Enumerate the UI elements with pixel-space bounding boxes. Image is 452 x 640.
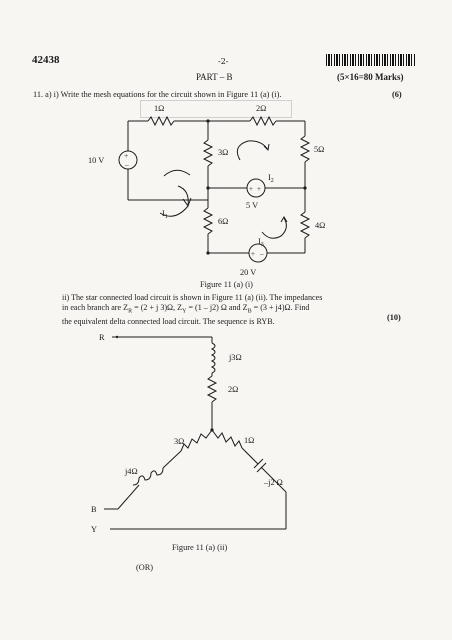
question-11a-ii-line2: in each branch are ZR = (2 + j 3)Ω, ZY =… — [62, 303, 310, 315]
source-10v-minus: – — [124, 160, 129, 169]
resistor-3ohm-star — [180, 429, 213, 452]
part-heading: PART – B — [196, 72, 233, 82]
source-10v-plus: + — [124, 151, 128, 160]
question-11a-ii-marks: (10) — [387, 313, 401, 322]
label-2ohm-star: 2Ω — [228, 385, 238, 394]
terminal-b-label: B — [91, 505, 97, 514]
source-5v-plus-left: + — [249, 185, 253, 193]
resistor-1ohm — [147, 115, 175, 127]
source-20v-minus: – — [259, 250, 264, 258]
or-separator: (OR) — [136, 563, 154, 572]
page-number: -2- — [218, 57, 229, 66]
label-1ohm-star: 1Ω — [244, 436, 254, 445]
resistor-5ohm — [299, 135, 311, 163]
label-3ohm: 3Ω — [218, 148, 228, 157]
resistor-2ohm — [249, 115, 277, 127]
label-minus-j2ohm: –j2 Ω — [263, 478, 283, 487]
label-i2: I2 — [268, 173, 274, 184]
mesh-current-i3-arrow — [261, 217, 287, 239]
bleed-through-box — [140, 100, 292, 118]
label-j4ohm: j4Ω — [124, 467, 138, 476]
label-i3: I3 — [258, 237, 264, 248]
inductor-j3ohm — [210, 342, 216, 374]
barcode — [326, 54, 416, 66]
label-2ohm: 2Ω — [256, 104, 266, 113]
question-11a-i-marks: (6) — [392, 90, 402, 99]
label-3ohm-star: 3Ω — [174, 437, 184, 446]
question-11a-ii-line3: the equivalent delta connected load circ… — [62, 317, 275, 327]
resistor-2ohm-star — [206, 375, 218, 403]
label-5v: 5 V — [246, 201, 258, 210]
question-11a-i: 11. a) i) Write the mesh equations for t… — [33, 90, 282, 99]
label-1ohm: 1Ω — [154, 104, 164, 113]
resistor-3ohm — [202, 139, 214, 167]
source-20v-plus: + — [251, 250, 255, 258]
mesh-current-i2-arrow — [236, 140, 269, 161]
question-11a-ii: ii) The star connected load circuit is s… — [62, 293, 406, 327]
terminal-r-label: R — [99, 333, 105, 342]
question-paper-code: 42438 — [32, 54, 60, 66]
figure-11a-ii-circuit: R B Y j3Ω 2Ω 3Ω 1Ω j4Ω –j2 Ω — [91, 333, 287, 534]
label-10v: 10 V — [88, 156, 104, 165]
label-j3ohm: j3Ω — [228, 353, 242, 362]
label-5ohm: 5Ω — [314, 145, 324, 154]
label-i1: I1 — [162, 209, 168, 220]
resistor-6ohm — [202, 207, 214, 235]
label-20v: 20 V — [240, 268, 256, 277]
resistor-1ohm-star — [211, 429, 243, 449]
figure-11a-i-caption: Figure 11 (a) (i) — [200, 280, 253, 289]
terminal-y-label: Y — [91, 525, 97, 534]
question-11a-ii-line1: ii) The star connected load circuit is s… — [62, 293, 323, 302]
source-5v-plus-right: + — [257, 185, 261, 193]
capacitor-minus-j2ohm — [260, 466, 287, 493]
figure-11a-i-circuit: 1Ω 2Ω 3Ω 5Ω 6Ω 4Ω 10 V 5 V 20 V + – + + … — [88, 104, 325, 277]
inductor-j4ohm — [132, 467, 164, 486]
figure-11a-ii-caption: Figure 11 (a) (ii) — [172, 543, 228, 552]
label-6ohm: 6Ω — [218, 217, 228, 226]
resistor-4ohm — [299, 211, 311, 239]
part-marks: (5×16=80 Marks) — [337, 72, 404, 82]
label-4ohm: 4Ω — [315, 221, 325, 230]
